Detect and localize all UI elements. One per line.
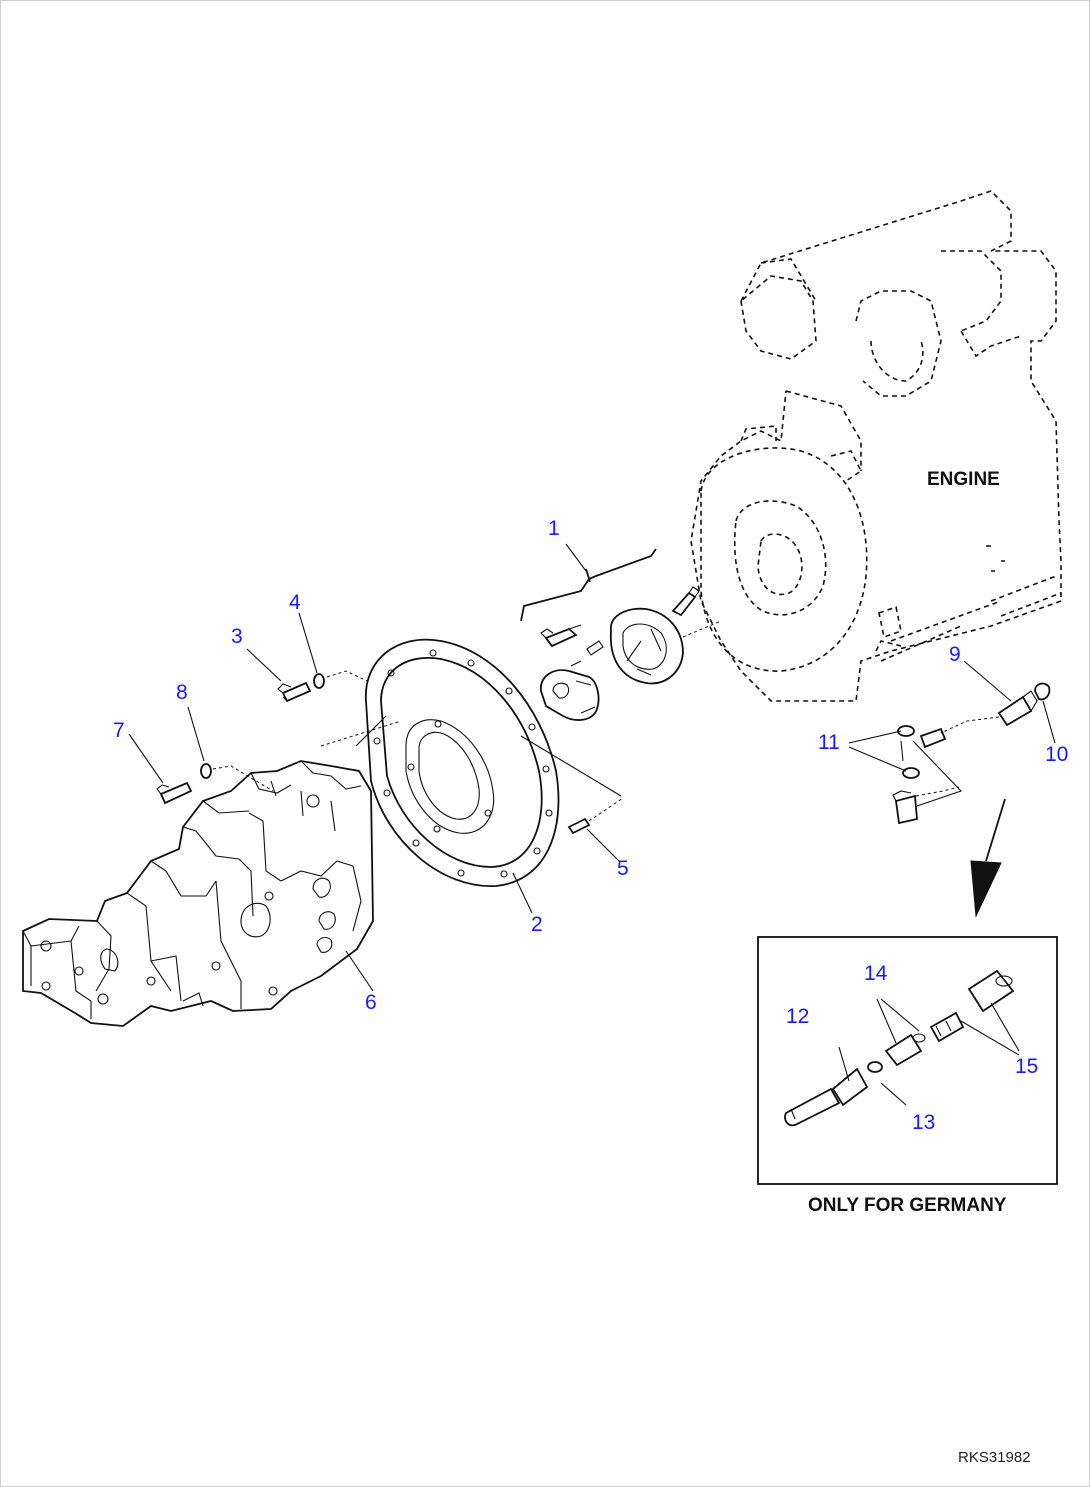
leader-lines <box>128 543 1056 992</box>
dowel-pin <box>567 797 624 835</box>
bolt-washer-set-lower <box>156 720 402 805</box>
engine-outline <box>690 190 1062 702</box>
callout-11: 11 <box>818 731 840 754</box>
inset-frame <box>757 936 1058 1185</box>
coupling-assembly <box>520 548 722 721</box>
callout-3: 3 <box>231 625 243 648</box>
callout-1: 1 <box>548 517 560 540</box>
sensor-group <box>892 682 1051 825</box>
callout-7: 7 <box>113 719 125 742</box>
drawing-code: RKS31982 <box>958 1449 1031 1466</box>
callout-10: 10 <box>1045 743 1068 766</box>
callout-2: 2 <box>531 913 543 936</box>
callout-4: 4 <box>289 591 301 614</box>
callout-15: 15 <box>1015 1055 1038 1078</box>
callout-9: 9 <box>949 643 961 666</box>
inset-caption: ONLY FOR GERMANY <box>808 1195 1007 1216</box>
callout-12: 12 <box>786 1005 809 1028</box>
hydraulic-pump <box>22 760 374 1027</box>
flange-plate <box>355 638 622 887</box>
callout-5: 5 <box>617 857 629 880</box>
callout-14: 14 <box>864 962 888 985</box>
bolt-washer-set-upper <box>277 670 368 703</box>
germany-inset <box>757 936 1058 1185</box>
arrow-down-left-icon <box>970 798 1006 918</box>
engine-label: ENGINE <box>927 469 1000 490</box>
callout-13: 13 <box>912 1111 935 1134</box>
callout-8: 8 <box>176 681 188 704</box>
callout-6: 6 <box>365 991 377 1014</box>
